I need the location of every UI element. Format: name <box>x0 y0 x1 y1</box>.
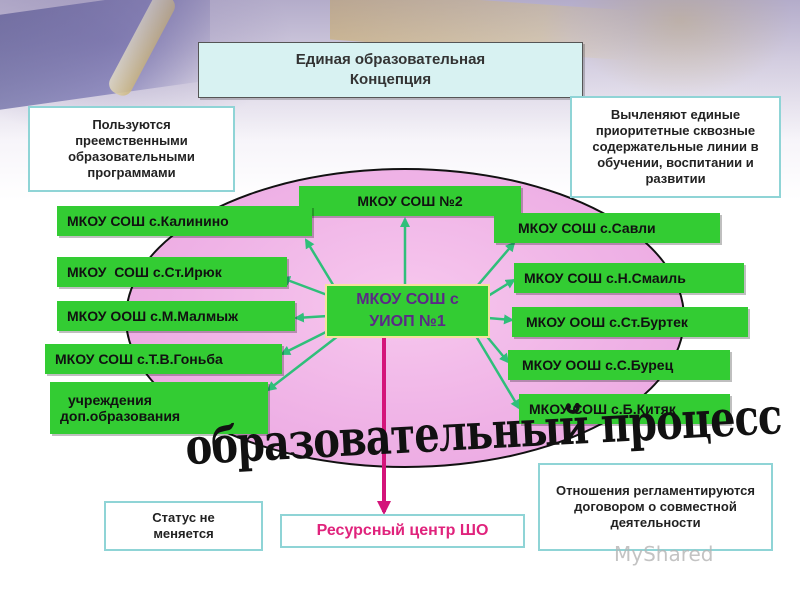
watermark-logo: MyShared <box>614 542 714 566</box>
node-kityak-label: МКОУ СОШ с.Б.Китяк <box>529 401 676 417</box>
center-line1: МКОУ СОШ с <box>356 291 459 308</box>
right-note: Вычленяют единые приоритетные сквозные с… <box>570 96 781 198</box>
node-dop-line2: доп.образования <box>60 408 181 424</box>
title-box: Единая образовательная Концепция <box>198 42 583 98</box>
node-irjuk: МКОУ СОШ с.Ст.Ирюк <box>57 257 287 287</box>
node-burec: МКОУ ООШ с.С.Бурец <box>508 350 730 380</box>
status-note: Статус не меняется <box>104 501 263 551</box>
node-gonba: МКОУ СОШ с.Т.В.Гоньба <box>45 344 282 374</box>
center-node: МКОУ СОШ с УИОП №1 <box>325 284 490 338</box>
node-savli-label: МКОУ СОШ с.Савли <box>518 220 656 236</box>
status-line1: Статус не <box>152 510 215 525</box>
node-burtek: МКОУ ООШ с.Ст.Буртек <box>512 307 748 337</box>
node-gonba-label: МКОУ СОШ с.Т.В.Гоньба <box>55 351 223 367</box>
relations-note: Отношения регламентируются договором о с… <box>538 463 773 551</box>
resource-center-label: Ресурсный центр ШО <box>316 522 489 539</box>
node-irjuk-label: МКОУ СОШ с.Ст.Ирюк <box>67 264 222 280</box>
right-note-text: Вычленяют единые приоритетные сквозные с… <box>592 107 759 186</box>
node-smail: МКОУ СОШ с.Н.Смаиль <box>514 263 744 293</box>
node-kalinino: МКОУ СОШ с.Калинино <box>57 206 312 236</box>
node-top: МКОУ СОШ №2 <box>299 186 521 216</box>
node-malmyzh-label: МКОУ ООШ с.М.Малмыж <box>67 308 239 324</box>
node-burtek-label: МКОУ ООШ с.Ст.Буртек <box>526 314 688 330</box>
node-smail-label: МКОУ СОШ с.Н.Смаиль <box>524 270 686 286</box>
left-note-text: Пользуются преемственными образовательны… <box>68 117 195 180</box>
node-dop-line1: учреждения <box>68 392 152 408</box>
center-line2: УИОП №1 <box>369 313 446 330</box>
node-kalinino-label: МКОУ СОШ с.Калинино <box>67 213 229 229</box>
left-note: Пользуются преемственными образовательны… <box>28 106 235 192</box>
status-line2: меняется <box>153 526 214 541</box>
node-malmyzh: МКОУ ООШ с.М.Малмыж <box>57 301 295 331</box>
node-savli: МКОУ СОШ с.Савли <box>494 213 720 243</box>
title-line1: Единая образовательная <box>295 51 486 68</box>
title-line2: Концепция <box>349 71 432 88</box>
node-kityak: МКОУ СОШ с.Б.Китяк <box>519 394 730 424</box>
resource-center: Ресурсный центр ШО <box>280 514 525 548</box>
node-burec-label: МКОУ ООШ с.С.Бурец <box>522 357 674 373</box>
node-dop: учреждения доп.образования <box>50 382 268 434</box>
relations-note-text: Отношения регламентируются договором о с… <box>556 483 755 530</box>
node-top-label: МКОУ СОШ №2 <box>357 193 463 209</box>
